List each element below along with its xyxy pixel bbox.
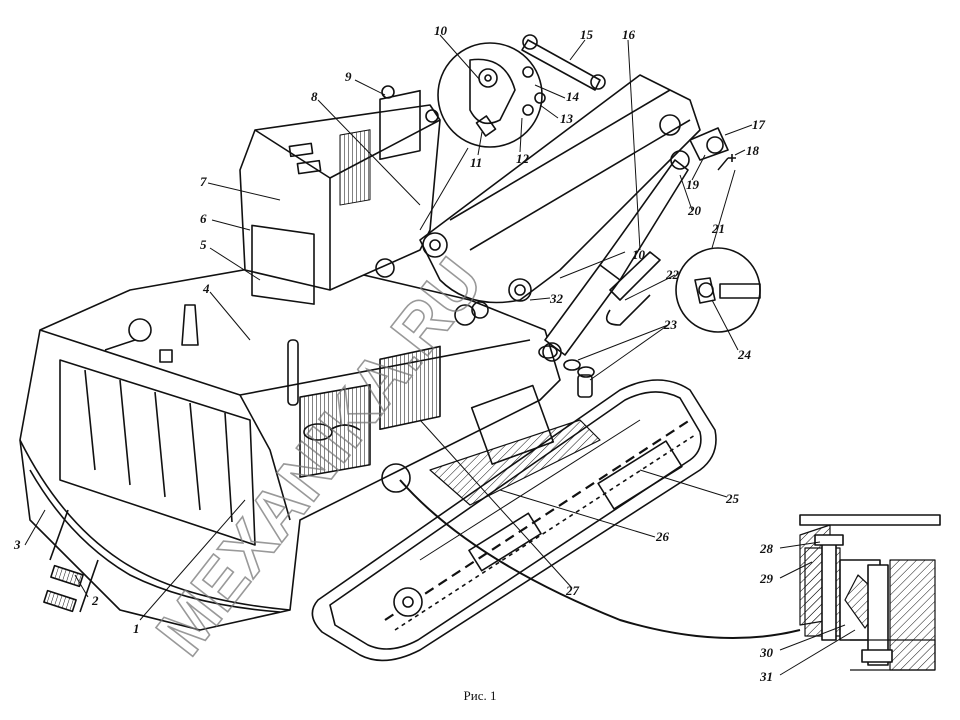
label-part-12: 12 — [516, 151, 529, 166]
label-part-9: 9 — [345, 69, 352, 84]
idler-wheel — [393, 587, 423, 617]
label-part-3: 3 — [14, 537, 21, 552]
label-part-31: 31 — [760, 669, 773, 684]
exhaust-pipe — [287, 339, 299, 406]
label-part-5: 5 — [200, 237, 207, 252]
label-part-8: 8 — [311, 89, 318, 104]
cab-window-front — [251, 224, 315, 305]
label-part-7: 7 — [200, 174, 207, 189]
label-part-11: 11 — [470, 155, 483, 170]
detail-callout-bolt — [675, 157, 761, 333]
cab-window-door — [339, 129, 371, 206]
detail-callout-pin — [419, 42, 546, 231]
label-part-16: 16 — [622, 27, 635, 42]
label-part-19: 19 — [686, 177, 699, 192]
label-part-2: 2 — [92, 593, 99, 608]
step-ladder — [43, 509, 99, 613]
label-part-10a: 10 — [434, 23, 447, 38]
operator-cab — [239, 85, 441, 305]
radiator-grill — [299, 383, 371, 478]
label-part-20: 20 — [688, 203, 701, 218]
label-part-23: 23 — [664, 317, 677, 332]
deck-plate — [429, 419, 601, 506]
label-part-25: 25 — [726, 491, 739, 506]
leader-lines — [24, 34, 856, 676]
boom — [375, 74, 701, 326]
label-part-1: 1 — [133, 621, 140, 636]
machine-drawing — [19, 34, 941, 671]
label-part-10b: 10 — [632, 247, 645, 262]
filler-cap — [128, 318, 152, 342]
figure-caption: Рис. 1 — [463, 688, 497, 703]
label-part-30: 30 — [760, 645, 773, 660]
label-part-17: 17 — [752, 117, 765, 132]
label-part-29: 29 — [760, 571, 773, 586]
label-part-32: 32 — [550, 291, 563, 306]
track-frame-window — [597, 440, 683, 510]
label-part-27: 27 — [566, 583, 579, 598]
label-part-6: 6 — [200, 211, 207, 226]
label-part-22: 22 — [666, 267, 679, 282]
label-part-15: 15 — [580, 27, 593, 42]
label-part-14: 14 — [566, 89, 579, 104]
label-part-21: 21 — [712, 221, 725, 236]
label-part-4: 4 — [203, 281, 210, 296]
label-part-18: 18 — [746, 143, 759, 158]
section-view-turntable — [799, 514, 941, 671]
label-part-24: 24 — [738, 347, 751, 362]
round-cover — [381, 463, 411, 493]
label-part-26: 26 — [656, 529, 669, 544]
label-part-13: 13 — [560, 111, 573, 126]
label-part-28: 28 — [760, 541, 773, 556]
crawler-track — [311, 379, 717, 662]
